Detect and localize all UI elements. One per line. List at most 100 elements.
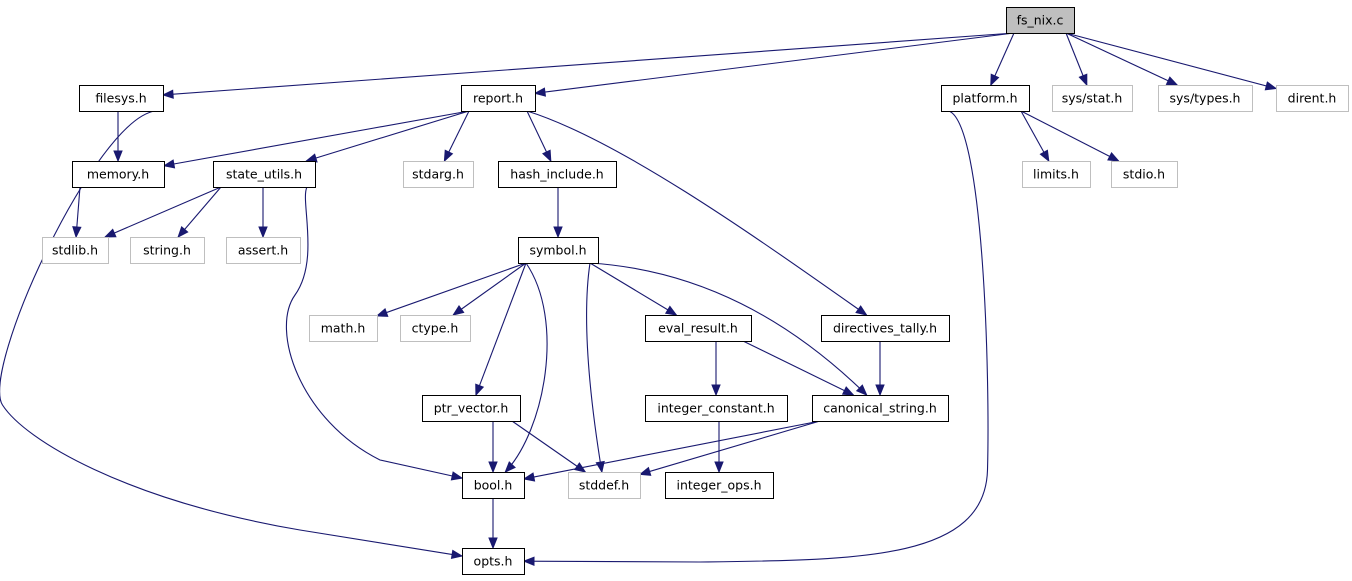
node-directives-tally-h[interactable]: directives_tally.h: [821, 315, 950, 342]
edge-symbol-h-to-eval-result-h: [589, 262, 678, 316]
edge-symbol-h-to-ptr-vector-h: [475, 262, 527, 397]
node-label: integer_constant.h: [657, 401, 774, 416]
edge-line: [1065, 32, 1178, 86]
edge-arrowhead: [855, 384, 868, 396]
node-integer-constant-h[interactable]: integer_constant.h: [645, 395, 788, 422]
edge-arrowhead: [1107, 151, 1120, 162]
edge-arrowhead: [1165, 76, 1179, 86]
node-label: math.h: [321, 321, 366, 336]
node-box: [1052, 85, 1133, 112]
node-box: [645, 315, 752, 342]
node-platform-h[interactable]: platform.h: [941, 85, 1030, 112]
edge-arrowhead: [638, 466, 652, 476]
edge-arrowhead: [450, 471, 464, 481]
node-filesys-h[interactable]: filesys.h: [79, 85, 164, 112]
node-stdarg-h: stdarg.h: [403, 161, 474, 188]
node-label: sys/types.h: [1170, 91, 1241, 106]
edge-arrowhead: [841, 386, 855, 396]
edge-arrowhead: [488, 537, 498, 550]
edge-symbol-h-to-canonical-string-h: [589, 262, 868, 396]
edge-arrowhead: [1264, 81, 1278, 91]
edge-arrowhead: [553, 226, 563, 239]
node-box: [309, 315, 378, 342]
edge-line: [306, 110, 470, 162]
node-integer-ops-h[interactable]: integer_ops.h: [665, 472, 774, 499]
node-box: [1022, 161, 1091, 188]
node-label: report.h: [473, 91, 523, 106]
edge-symbol-h-to-bool-h: [504, 262, 548, 473]
edge-directives-tally-h-to-canonical-string-h: [875, 341, 885, 397]
node-dirent-h: dirent.h: [1276, 85, 1349, 112]
node-box: [462, 472, 525, 499]
edge-report-h-to-directives-tally-h: [526, 110, 868, 316]
node-box: [461, 85, 536, 112]
edge-fs-nix-c-to-sys-types-h: [1065, 32, 1179, 86]
edge-arrowhead: [258, 226, 268, 239]
node-stdio-h: stdio.h: [1111, 161, 1178, 188]
node-box: [130, 237, 205, 264]
edge-report-h-to-stdarg-h: [443, 110, 470, 163]
node-hash-include-h[interactable]: hash_include.h: [498, 161, 617, 188]
edge-arrowhead: [103, 228, 117, 238]
node-limits-h: limits.h: [1022, 161, 1091, 188]
node-canonical-string-h[interactable]: canonical_string.h: [812, 395, 949, 422]
node-ptr-vector-h[interactable]: ptr_vector.h: [422, 395, 521, 422]
edge-line: [163, 110, 470, 167]
edge-canonical-string-h-to-stddef-h: [638, 420, 821, 476]
edge-line: [523, 110, 989, 563]
edge-fs-nix-c-to-sys-stat-h: [1065, 32, 1088, 87]
node-symbol-h[interactable]: symbol.h: [518, 237, 599, 264]
edge-line: [376, 262, 527, 317]
edge-fs-nix-c-to-platform-h: [990, 32, 1015, 87]
node-report-h[interactable]: report.h: [461, 85, 536, 112]
node-label: string.h: [143, 243, 191, 258]
node-box: [72, 161, 165, 188]
node-opts-h[interactable]: opts.h: [462, 548, 525, 575]
edge-arrowhead: [450, 549, 464, 560]
edge-line: [511, 420, 586, 473]
edge-line: [639, 420, 821, 475]
nodes-layer: fs_nix.c filesys.h report.h platform.h sys/s…: [42, 7, 1349, 575]
edge-arrowhead: [504, 461, 516, 473]
edge-report-h-to-memory-h: [162, 110, 470, 169]
edge-line: [452, 262, 527, 316]
edge-arrowhead: [664, 305, 678, 316]
node-box: [645, 395, 788, 422]
node-box: [821, 315, 950, 342]
node-label: stddef.h: [579, 478, 629, 493]
edge-state-utils-h-to-bool-h: [285, 186, 464, 481]
node-box: [1111, 161, 1178, 188]
node-box: [403, 161, 474, 188]
node-eval-result-h[interactable]: eval_result.h: [645, 315, 752, 342]
node-ctype-h: ctype.h: [400, 315, 471, 342]
edge-arrowhead: [72, 226, 82, 239]
edge-fs-nix-c-to-report-h: [533, 32, 1015, 97]
node-memory-h[interactable]: memory.h: [72, 161, 165, 188]
node-bool-h[interactable]: bool.h: [462, 472, 525, 499]
edge-canonical-string-h-to-bool-h: [522, 420, 821, 482]
edge-bool-h-to-opts-h: [488, 498, 498, 550]
edge-line: [1065, 32, 1277, 90]
node-label: ctype.h: [412, 321, 459, 336]
node-label: stdarg.h: [412, 167, 464, 182]
node-box: [812, 395, 949, 422]
node-state-utils-h[interactable]: state_utils.h: [213, 161, 316, 188]
edge-eval-result-h-to-integer-constant-h: [711, 341, 721, 397]
node-label: state_utils.h: [226, 167, 302, 182]
edge-symbol-h-to-stddef-h: [586, 262, 605, 474]
edge-arrowhead: [855, 305, 868, 316]
node-box: [462, 548, 525, 575]
edge-arrowhead: [1039, 149, 1050, 163]
edge-symbol-h-to-ctype-h: [452, 262, 527, 316]
node-box: [518, 237, 599, 264]
edge-filesys-h-to-memory-h: [113, 111, 123, 163]
edge-line: [177, 186, 222, 238]
node-label: dirent.h: [1288, 91, 1337, 106]
edge-arrowhead: [161, 89, 174, 99]
edge-eval-result-h-to-canonical-string-h: [742, 340, 855, 396]
node-fs-nix-c[interactable]: fs_nix.c: [1006, 7, 1075, 34]
edge-arrowhead: [177, 225, 189, 239]
node-label: sys/stat.h: [1062, 91, 1123, 106]
edge-state-utils-h-to-assert-h: [258, 187, 268, 239]
